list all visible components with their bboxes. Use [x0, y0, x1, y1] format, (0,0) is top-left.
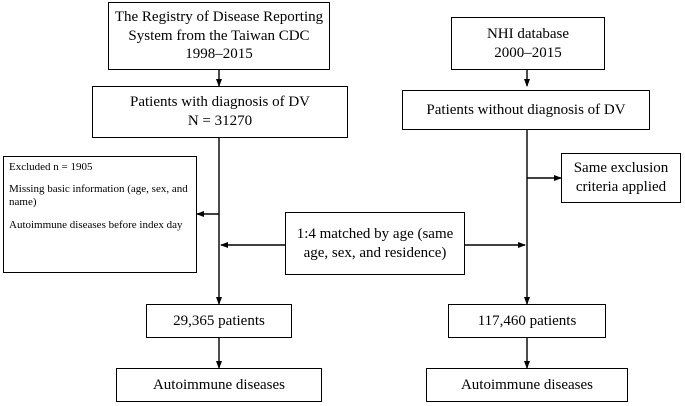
same-exclusion-line-1: Same exclusion: [573, 160, 669, 177]
excluded-count: Excluded n = 1905: [9, 161, 93, 173]
right-outcome-box: Autoimmune diseases: [426, 368, 628, 402]
dv-patients-count: N = 31270: [187, 113, 253, 129]
same-exclusion-box: Same exclusion criteria applied: [561, 153, 681, 203]
right-count-box: 117,460 patients: [448, 304, 606, 338]
registry-line-2: System from the Taiwan CDC: [128, 27, 310, 44]
dv-patients-label: Patients with diagnosis of DV: [130, 94, 310, 111]
right-outcome-label: Autoimmune diseases: [460, 376, 594, 393]
left-outcome-box: Autoimmune diseases: [116, 368, 322, 402]
registry-line-3: 1998–2015: [185, 46, 253, 63]
dv-patients-box: Patients with diagnosis of DV N = 31270: [92, 86, 348, 138]
matching-line-1: 1:4 matched by age (same: [296, 225, 454, 242]
registry-line-1: The Registry of Disease Reporting: [114, 8, 324, 25]
excluded-box: Excluded n = 1905 Missing basic informat…: [3, 156, 197, 273]
left-count-label: 29,365 patients: [173, 312, 265, 329]
nhi-line-1: NHI database: [486, 25, 570, 42]
no-dv-patients-box: Patients without diagnosis of DV: [402, 90, 650, 130]
matching-box: 1:4 matched by age (same age, sex, and r…: [285, 212, 465, 275]
nhi-line-2: 2000–2015: [494, 44, 562, 61]
left-outcome-label: Autoimmune diseases: [152, 376, 286, 393]
matching-line-2: age, sex, and residence): [303, 244, 447, 261]
registry-box: The Registry of Disease Reporting System…: [108, 2, 330, 70]
no-dv-patients-label: Patients without diagnosis of DV: [426, 101, 626, 118]
right-count-label: 117,460 patients: [477, 312, 577, 329]
excluded-autoimmune: Autoimmune diseases before index day: [9, 218, 183, 231]
excluded-missing-info: Missing basic information (age, sex, and…: [9, 183, 188, 209]
same-exclusion-line-2: criteria applied: [575, 179, 667, 195]
left-count-box: 29,365 patients: [146, 304, 292, 338]
nhi-box: NHI database 2000–2015: [451, 17, 605, 70]
